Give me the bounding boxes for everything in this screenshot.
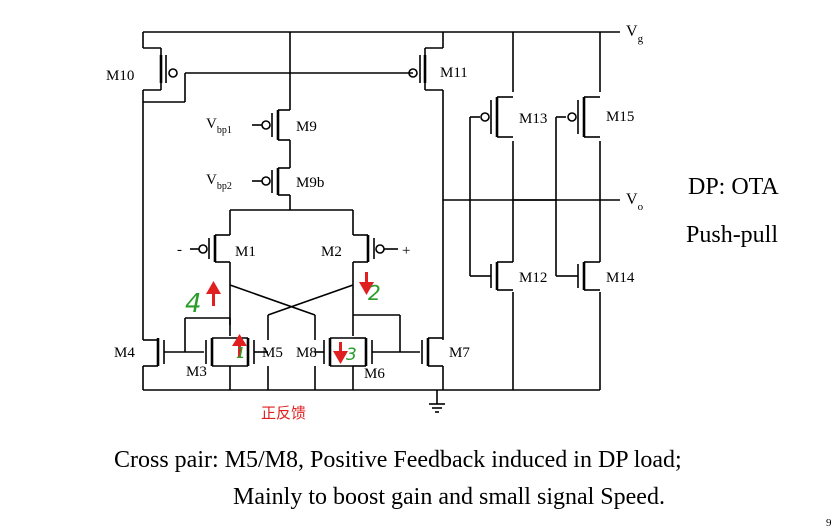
m8-nmos — [315, 337, 353, 367]
positive-feedback-note: 正反馈 — [261, 404, 306, 422]
vg-label: Vg — [626, 23, 644, 45]
minus-input-label: - — [177, 242, 182, 258]
current-arrow-down-icon — [333, 342, 348, 364]
vo-label: Vo — [626, 191, 644, 213]
m9-label: M9 — [296, 119, 317, 135]
m7-nmos — [421, 337, 443, 367]
m1-pmos — [190, 235, 217, 262]
m4-nmos — [143, 338, 165, 367]
current-arrow-up-icon — [232, 334, 247, 358]
handwritten-2: 2 — [368, 281, 381, 305]
m6-label: M6 — [364, 366, 385, 382]
ground-icon — [429, 403, 445, 413]
m8-label: M8 — [296, 345, 317, 361]
m11-pmos — [408, 48, 427, 90]
m9-pmos — [252, 110, 280, 140]
m14-nmos — [572, 261, 600, 291]
m7-label: M7 — [449, 345, 470, 361]
m2-label: M2 — [321, 244, 342, 260]
push-pull-label: Push-pull — [686, 222, 778, 248]
m14-label: M14 — [606, 270, 635, 286]
m15-pmos — [567, 96, 600, 138]
m15-label: M15 — [606, 109, 634, 125]
m3-nmos — [205, 337, 230, 367]
m9b-label: M9b — [296, 175, 324, 191]
m12-nmos — [486, 261, 513, 291]
handwritten-4: 4 — [185, 289, 202, 319]
m3-label: M3 — [186, 364, 207, 380]
m11-label: M11 — [440, 65, 468, 81]
m10-pmos — [159, 48, 178, 90]
vbp2-label: Vbp2 — [206, 172, 232, 192]
caption-line-1: Cross pair: M5/M8, Positive Feedback ind… — [114, 447, 682, 473]
m5-label: M5 — [262, 345, 283, 361]
vbp1-label: Vbp1 — [206, 116, 232, 136]
handwritten-3: 3 — [346, 345, 357, 365]
caption-line-2: Mainly to boost gain and small signal Sp… — [233, 484, 665, 510]
m1-label: M1 — [235, 244, 256, 260]
m4-label: M4 — [114, 345, 135, 361]
corner-mark: 9 — [826, 517, 832, 528]
m6-nmos — [353, 337, 373, 367]
m9b-pmos — [252, 168, 280, 195]
wiring — [142, 31, 620, 404]
plus-input-label: + — [402, 243, 410, 259]
m2-pmos — [366, 235, 398, 262]
m10-label: M10 — [106, 68, 134, 84]
m13-pmos — [480, 96, 513, 138]
current-arrow-up-icon — [206, 281, 221, 306]
m12-label: M12 — [519, 270, 547, 286]
handwritten-1: 1 — [236, 344, 246, 362]
m13-label: M13 — [519, 111, 547, 127]
dp-ota-label: DP: OTA — [688, 174, 779, 200]
current-arrow-down-icon — [359, 272, 374, 295]
